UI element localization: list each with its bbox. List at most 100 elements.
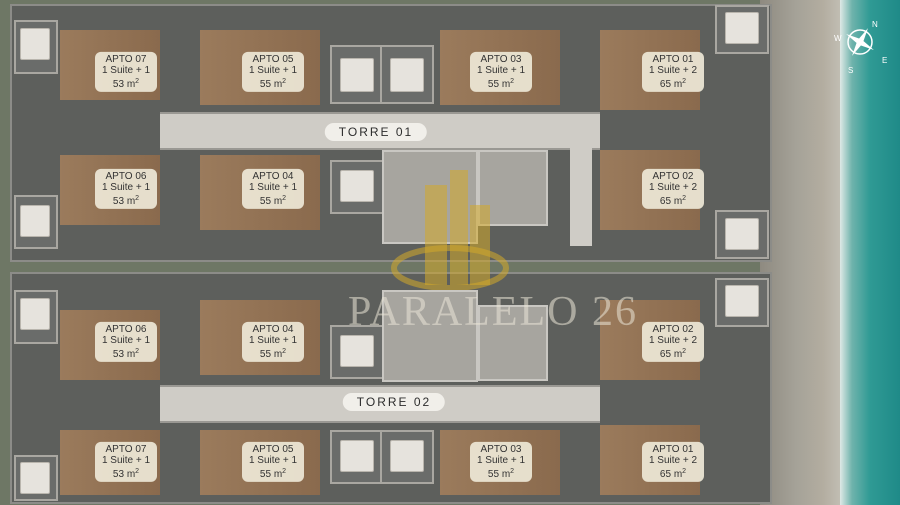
apartment-label[interactable]: APTO 05 1 Suite + 1 55 m2 [242, 441, 304, 483]
apartment-label[interactable]: APTO 04 1 Suite + 1 55 m2 [242, 168, 304, 210]
apartment-number: APTO 04 [252, 323, 294, 335]
apartment-number: APTO 03 [480, 443, 522, 455]
apartment-type: 1 Suite + 1 [248, 64, 298, 76]
area-unit-sup: 2 [682, 347, 687, 355]
area-unit-sup: 2 [135, 194, 140, 202]
apartment-area: 53 m2 [95, 76, 157, 90]
sea [840, 0, 900, 505]
apartment-area: 53 m2 [95, 466, 157, 480]
apartment-number: APTO 01 [652, 53, 694, 65]
apartment-label[interactable]: APTO 01 1 Suite + 2 65 m2 [642, 441, 704, 483]
beach-sand [760, 0, 850, 505]
apartment-area: 53 m2 [95, 193, 157, 207]
apartment-type: 1 Suite + 1 [248, 334, 298, 346]
bed [390, 58, 424, 92]
apartment-type: 1 Suite + 2 [648, 181, 698, 193]
bed [20, 462, 50, 494]
bed [20, 298, 50, 330]
bed [725, 285, 759, 317]
apartment-area: 55 m2 [470, 76, 532, 90]
apartment-type: 1 Suite + 1 [101, 334, 151, 346]
apartment-area: 65 m2 [642, 193, 704, 207]
area-value: 65 m [659, 469, 683, 481]
apartment-label[interactable]: APTO 03 1 Suite + 1 55 m2 [470, 441, 532, 483]
apartment-label[interactable]: APTO 06 1 Suite + 1 53 m2 [95, 321, 157, 363]
apartment-area: 65 m2 [642, 346, 704, 360]
apartment-label[interactable]: APTO 07 1 Suite + 1 53 m2 [95, 441, 157, 483]
apartment-type: 1 Suite + 2 [648, 454, 698, 466]
apartment-number: APTO 07 [105, 53, 147, 65]
compass-s: S [848, 66, 854, 75]
apartment-area: 55 m2 [242, 346, 304, 360]
apartment-area: 55 m2 [470, 466, 532, 480]
area-unit-sup: 2 [282, 194, 287, 202]
apartment-number: APTO 05 [252, 443, 294, 455]
apartment-label[interactable]: APTO 02 1 Suite + 2 65 m2 [642, 168, 704, 210]
apartment-number: APTO 03 [480, 53, 522, 65]
apartment-area: 55 m2 [242, 76, 304, 90]
apartment-label[interactable]: APTO 07 1 Suite + 1 53 m2 [95, 51, 157, 93]
bed [340, 335, 374, 367]
apartment-number: APTO 06 [105, 323, 147, 335]
apartment-area: 53 m2 [95, 346, 157, 360]
apartment-type: 1 Suite + 1 [476, 454, 526, 466]
apartment-type: 1 Suite + 1 [476, 64, 526, 76]
apartment-label[interactable]: APTO 02 1 Suite + 2 65 m2 [642, 321, 704, 363]
apartment-label[interactable]: APTO 01 1 Suite + 2 65 m2 [642, 51, 704, 93]
apartment-number: APTO 02 [652, 170, 694, 182]
bed [390, 440, 424, 472]
tower-02-label: TORRE 02 [342, 393, 446, 411]
area-unit-sup: 2 [282, 347, 287, 355]
area-value: 55 m [487, 79, 511, 91]
stair-core [382, 290, 478, 382]
area-unit-sup: 2 [135, 347, 140, 355]
area-value: 55 m [259, 79, 283, 91]
area-value: 65 m [659, 79, 683, 91]
bed [20, 28, 50, 60]
compass-n: N [872, 20, 878, 29]
apartment-label[interactable]: APTO 04 1 Suite + 1 55 m2 [242, 321, 304, 363]
area-value: 55 m [259, 469, 283, 481]
apartment-type: 1 Suite + 1 [101, 181, 151, 193]
apartment-area: 55 m2 [242, 466, 304, 480]
area-unit-sup: 2 [682, 77, 687, 85]
apartment-number: APTO 05 [252, 53, 294, 65]
area-unit-sup: 2 [682, 467, 687, 475]
bed [725, 12, 759, 44]
area-value: 65 m [659, 196, 683, 208]
apartment-area: 65 m2 [642, 76, 704, 90]
area-unit-sup: 2 [282, 77, 287, 85]
compass-rose-icon [846, 28, 874, 56]
bed [340, 440, 374, 472]
compass-e: E [882, 56, 888, 65]
apartment-type: 1 Suite + 2 [648, 64, 698, 76]
apartment-number: APTO 02 [652, 323, 694, 335]
apartment-type: 1 Suite + 1 [101, 454, 151, 466]
bed [725, 218, 759, 250]
area-value: 65 m [659, 349, 683, 361]
apartment-number: APTO 06 [105, 170, 147, 182]
apartment-label[interactable]: APTO 06 1 Suite + 1 53 m2 [95, 168, 157, 210]
area-value: 53 m [112, 196, 136, 208]
bed [340, 58, 374, 92]
compass-w: W [834, 34, 842, 43]
apartment-label[interactable]: APTO 05 1 Suite + 1 55 m2 [242, 51, 304, 93]
apartment-number: APTO 07 [105, 443, 147, 455]
paralelo-26-logo [391, 170, 509, 290]
apartment-number: APTO 04 [252, 170, 294, 182]
area-value: 55 m [259, 196, 283, 208]
apartment-type: 1 Suite + 1 [248, 181, 298, 193]
tower-01-label: TORRE 01 [324, 123, 428, 141]
apartment-label[interactable]: APTO 03 1 Suite + 1 55 m2 [470, 51, 532, 93]
bed [20, 205, 50, 237]
area-value: 55 m [487, 469, 511, 481]
bed [340, 170, 374, 202]
apartment-area: 55 m2 [242, 193, 304, 207]
area-value: 53 m [112, 469, 136, 481]
area-unit-sup: 2 [135, 77, 140, 85]
area-unit-sup: 2 [682, 194, 687, 202]
apartment-type: 1 Suite + 2 [648, 334, 698, 346]
area-unit-sup: 2 [135, 467, 140, 475]
apartment-type: 1 Suite + 1 [101, 64, 151, 76]
area-unit-sup: 2 [510, 467, 515, 475]
